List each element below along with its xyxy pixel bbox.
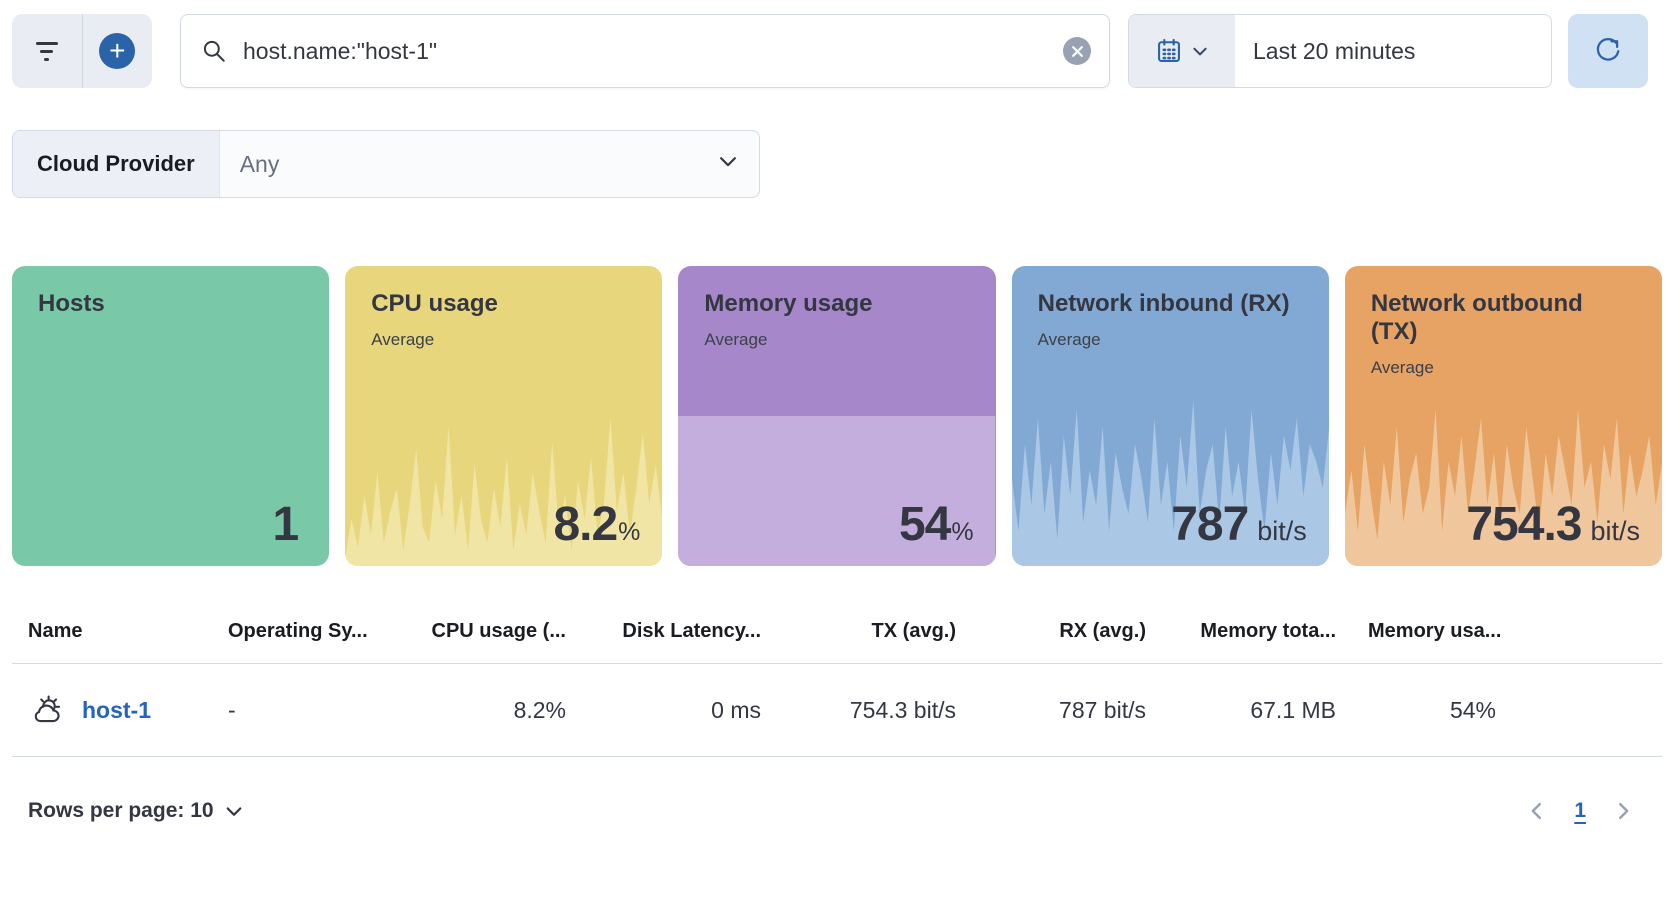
previous-page-button[interactable] <box>1526 800 1548 822</box>
pagination: 1 <box>1526 799 1646 823</box>
rows-per-page-label: Rows per page: 10 <box>28 799 214 822</box>
time-range-picker: Last 20 minutes <box>1128 14 1552 88</box>
metric-tile-memory-usage[interactable]: Memory usage Average 54% <box>678 266 996 566</box>
memory-usage-cell: 54% <box>1449 696 1496 723</box>
clear-search-icon[interactable] <box>1063 37 1091 65</box>
column-header-cpu[interactable]: CPU usage (... <box>431 620 566 642</box>
quick-select-menu-button[interactable] <box>1129 15 1235 87</box>
sparkline-chart <box>1344 409 1663 566</box>
column-header-tx[interactable]: TX (avg.) <box>871 620 956 642</box>
chevron-down-icon <box>717 150 739 178</box>
memory-total-cell: 67.1 MB <box>1250 696 1336 723</box>
kpi-tiles-row: Hosts 1 CPU usage Average 8.2% Memory us… <box>0 266 1674 566</box>
tile-subtitle: Average <box>704 330 768 349</box>
metric-tile-hosts[interactable]: Hosts 1 <box>12 266 330 566</box>
chevron-down-icon <box>1193 47 1207 56</box>
tile-value: 8.2 <box>553 498 618 551</box>
time-range-value[interactable]: Last 20 minutes <box>1253 37 1416 64</box>
page-number-1[interactable]: 1 <box>1574 799 1586 822</box>
tile-unit: % <box>951 518 974 546</box>
disk-latency-cell: 0 ms <box>711 696 761 723</box>
sparkline-chart <box>678 416 996 566</box>
hosts-table: Name Operating Sy... CPU usage (... Disk… <box>12 606 1662 757</box>
sparkline-chart <box>345 417 663 566</box>
tile-title: CPU usage <box>371 290 498 317</box>
host-cloud-sun-icon <box>34 695 61 723</box>
rx-cell: 787 bit/s <box>1059 696 1146 723</box>
tile-title: Network inbound (RX) <box>1037 290 1290 317</box>
refresh-button[interactable] <box>1568 14 1648 88</box>
table-header-row: Name Operating Sy... CPU usage (... Disk… <box>12 606 1662 664</box>
table-row: host-1 - 8.2% 0 ms 754.3 bit/s 787 bit/s… <box>12 664 1662 757</box>
metric-tile-cpu-usage[interactable]: CPU usage Average 8.2% <box>345 266 663 566</box>
query-button-group: + <box>12 14 152 88</box>
cloud-provider-select[interactable]: Any <box>220 131 759 197</box>
cpu-cell: 8.2% <box>513 696 566 723</box>
tile-value: 1 <box>272 498 300 551</box>
column-header-os[interactable]: Operating Sy... <box>228 620 368 642</box>
tile-unit: % <box>618 518 641 546</box>
tile-subtitle: Average <box>1037 330 1101 349</box>
search-bar[interactable] <box>180 14 1110 88</box>
table-footer: Rows per page: 10 1 <box>0 757 1674 823</box>
chevron-right-icon <box>1619 802 1629 820</box>
tile-subtitle: Average <box>1370 358 1434 377</box>
tx-cell: 754.3 bit/s <box>849 696 956 723</box>
search-input[interactable] <box>243 37 1063 65</box>
tile-value: 54 <box>898 498 951 551</box>
search-icon <box>203 40 225 62</box>
column-header-name[interactable]: Name <box>28 620 83 642</box>
refresh-icon <box>1596 38 1620 61</box>
tile-title: Network outbound (TX) <box>1370 290 1583 345</box>
cloud-provider-value: Any <box>239 150 280 177</box>
column-header-memory-total[interactable]: Memory tota... <box>1200 620 1336 642</box>
calendar-icon <box>1158 38 1180 62</box>
filters-row: Cloud Provider Any <box>0 88 1674 198</box>
metric-tile-network-outbound[interactable]: Network outbound (TX) Average 754.3 bit/s <box>1344 266 1663 566</box>
chevron-left-icon <box>1531 802 1542 820</box>
column-header-rx[interactable]: RX (avg.) <box>1059 620 1146 642</box>
host-name-cell: host-1 <box>12 664 212 756</box>
os-cell: - <box>228 696 236 723</box>
cloud-provider-filter: Cloud Provider Any <box>12 130 760 198</box>
column-header-memory-usage[interactable]: Memory usa... <box>1368 620 1502 642</box>
tile-title: Hosts <box>38 290 105 317</box>
filter-button[interactable] <box>12 14 83 88</box>
host-link[interactable]: host-1 <box>82 696 151 723</box>
cloud-provider-label: Cloud Provider <box>13 131 220 197</box>
top-toolbar: + Last <box>0 0 1674 88</box>
tile-value: 754.3 <box>1466 498 1582 551</box>
filter-lines-icon <box>35 41 58 61</box>
add-filter-button[interactable]: + <box>83 14 153 88</box>
chevron-down-icon <box>226 807 241 816</box>
next-page-button[interactable] <box>1612 800 1634 822</box>
rows-per-page-button[interactable]: Rows per page: 10 <box>28 799 244 823</box>
tile-unit: bit/s <box>1590 516 1641 546</box>
tile-unit: bit/s <box>1257 516 1307 546</box>
sparkline-chart <box>1011 400 1329 566</box>
metric-tile-network-inbound[interactable]: Network inbound (RX) Average 787 bit/s <box>1011 266 1329 566</box>
plus-circle-icon: + <box>99 33 136 69</box>
tile-subtitle: Average <box>371 330 435 349</box>
column-header-disk-latency[interactable]: Disk Latency... <box>622 620 761 642</box>
tile-title: Memory usage <box>704 290 873 317</box>
tile-value: 787 <box>1171 498 1249 551</box>
